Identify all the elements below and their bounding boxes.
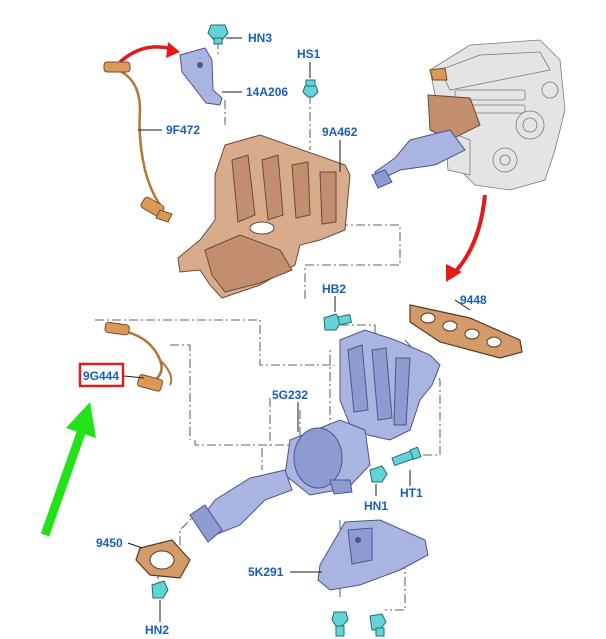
upstream-oxygen-sensor-9f472 — [103, 61, 173, 223]
support-bracket-5k291 — [317, 519, 429, 591]
fastener-bottom-bolt-2 — [369, 613, 387, 637]
label-5g232: 5G232 — [272, 388, 308, 402]
fastener-bottom-bolt-1 — [331, 611, 349, 637]
label-hs1: HS1 — [297, 47, 321, 61]
fastener-hb2 — [323, 313, 352, 331]
red-arrow-top — [118, 42, 180, 64]
manifold-gasket-9448 — [409, 304, 523, 359]
green-arrow — [40, 402, 96, 537]
engine-illustration — [371, 39, 566, 191]
label-9f472: 9F472 — [166, 123, 200, 137]
fastener-ht1 — [391, 446, 422, 467]
fastener-hn2 — [151, 580, 169, 599]
label-hb2: HB2 — [322, 282, 346, 296]
label-9a462: 9A462 — [322, 125, 358, 139]
leader-lines — [123, 37, 471, 622]
label-hn1: HN1 — [364, 499, 388, 513]
heat-shield-9a462 — [177, 134, 351, 299]
red-arrow-right — [446, 194, 487, 282]
downstream-oxygen-sensor-9g444 — [104, 321, 173, 392]
assembly-lines — [95, 40, 441, 611]
exhaust-manifold-catalyst-5g232 — [189, 329, 441, 543]
flange-gasket-9450 — [135, 539, 191, 579]
label-14a206: 14A206 — [246, 85, 288, 99]
label-hn2: HN2 — [145, 623, 169, 637]
label-hn3: HN3 — [248, 31, 272, 45]
label-9g444: 9G444 — [83, 369, 119, 383]
part-labels: HN3 HS1 14A206 9F472 9A462 HB2 9448 9G44… — [83, 31, 487, 637]
bracket-14a206 — [179, 47, 223, 106]
label-9450: 9450 — [96, 536, 123, 550]
fastener-hn1 — [369, 465, 388, 483]
fastener-hn3 — [207, 24, 229, 45]
label-ht1: HT1 — [400, 486, 423, 500]
fastener-hs1 — [302, 79, 319, 98]
label-5k291: 5K291 — [248, 565, 284, 579]
highlight-box-9g444 — [78, 362, 125, 388]
label-9448: 9448 — [460, 293, 487, 307]
